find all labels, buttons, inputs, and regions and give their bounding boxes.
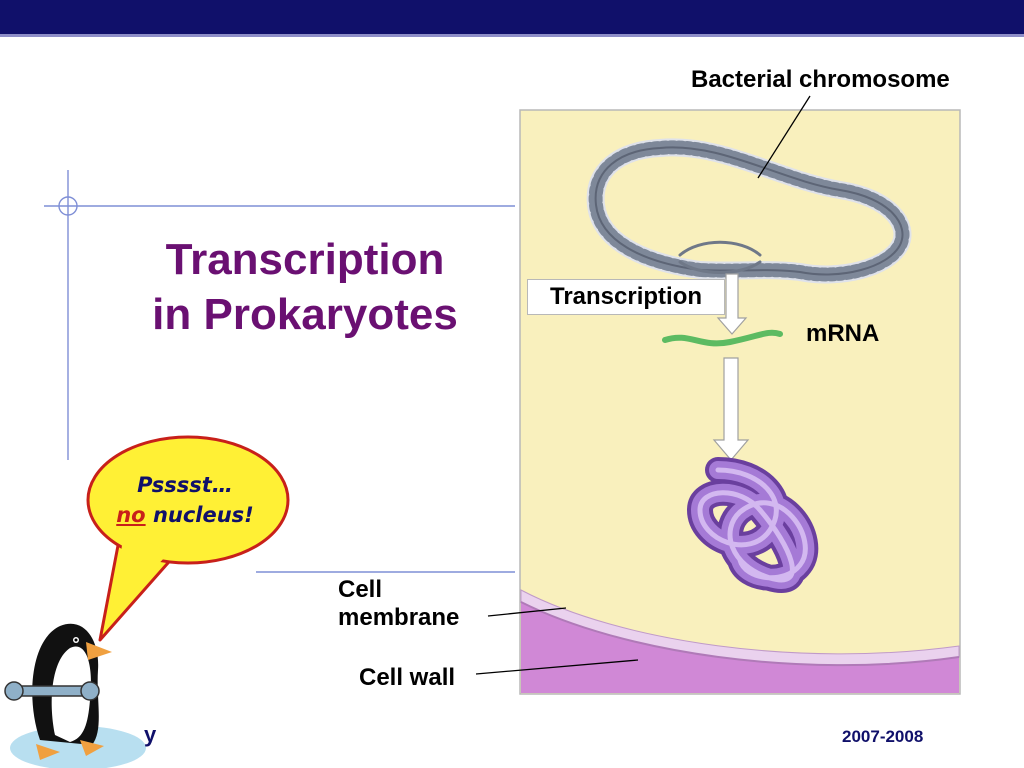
mrna-strand-icon <box>662 329 783 347</box>
cell-wall-layer <box>521 598 959 693</box>
cell-wall-label: Cell wall <box>359 664 456 691</box>
dna-chromosome-icon <box>586 138 912 284</box>
cell-membrane-label: Cell membrane <box>338 576 460 631</box>
bubble-no-word: no <box>116 503 146 527</box>
top-bar <box>0 0 1024 37</box>
title-line-1: Transcription <box>165 235 445 284</box>
title-line-2: in Prokaryotes <box>152 290 458 339</box>
bubble-text: Psssst… no nucleus! <box>100 470 270 530</box>
cell-diagram <box>475 95 961 695</box>
bacterial-chromosome-label: Bacterial chromosome <box>691 66 950 93</box>
penguin-with-wrench-icon <box>4 623 146 768</box>
flow-arrows <box>712 273 750 461</box>
mrna-label: mRNA <box>806 320 880 347</box>
label-pointer-lines <box>475 95 811 675</box>
bubble-line-1: Psssst… <box>137 473 233 497</box>
transcription-label: Transcription <box>527 279 725 315</box>
bubble-line-2: no nucleus! <box>100 500 270 530</box>
bubble-rest-word: nucleus! <box>152 503 254 527</box>
footer-year: 2007-2008 <box>842 727 924 746</box>
protein-coil-icon <box>686 457 819 593</box>
speech-bubble <box>86 435 290 642</box>
footer-left-fragment: y <box>144 722 157 747</box>
slide-title: Transcription in Prokaryotes <box>100 232 510 342</box>
guide-lines <box>44 170 515 573</box>
